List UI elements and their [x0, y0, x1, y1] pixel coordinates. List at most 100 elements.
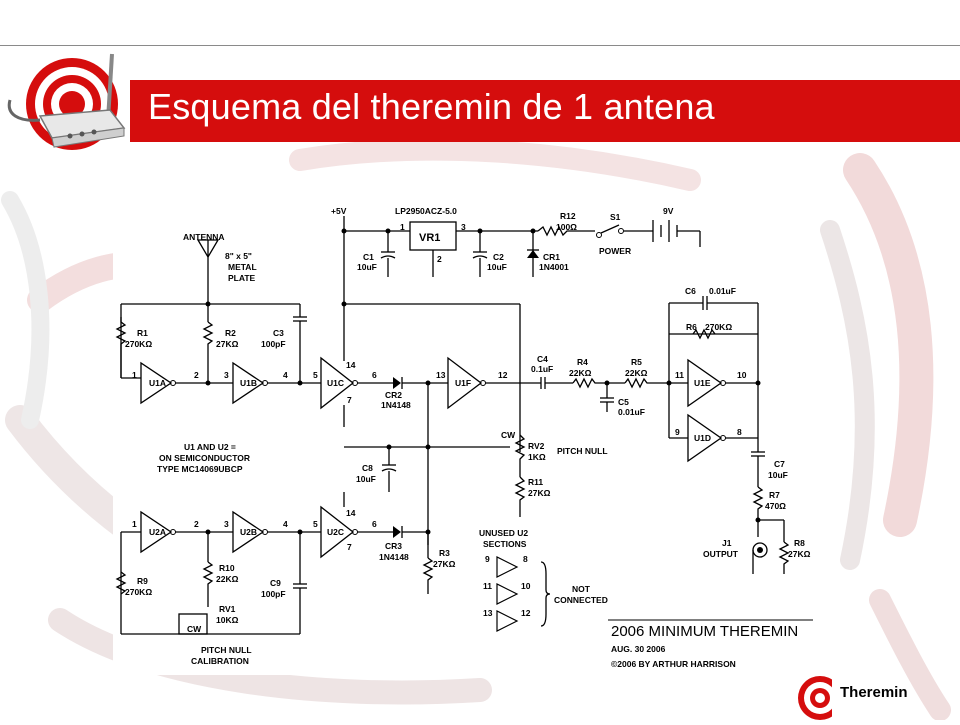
label-r12: R12 — [560, 211, 576, 221]
label-u1a: U1A — [149, 378, 166, 388]
label-note-3: TYPE MC14069UBCP — [157, 464, 243, 474]
title-banner — [130, 80, 960, 142]
label-c5-val: 0.01uF — [618, 407, 645, 417]
label-cr1: CR1 — [543, 252, 560, 262]
label-u1f: U1F — [455, 378, 471, 388]
label-c9-val: 100pF — [261, 589, 286, 599]
label-unused-pin-10: 10 — [521, 581, 531, 591]
router-antenna-logo — [0, 48, 130, 158]
label-rv2: RV2 — [528, 441, 545, 451]
label-pin-8: 8 — [737, 427, 742, 437]
label-unused-1: UNUSED U2 — [479, 528, 528, 538]
label-pin-7: 7 — [347, 395, 352, 405]
label-vr-pin3: 3 — [461, 222, 466, 232]
label-cw-rv2: CW — [501, 430, 516, 440]
label-rv2-val: 1KΩ — [528, 452, 546, 462]
label-unused-pin-9: 9 — [485, 554, 490, 564]
label-plate-2: PLATE — [228, 273, 256, 283]
label-vr1: VR1 — [419, 232, 440, 244]
label-c3: C3 — [273, 328, 284, 338]
label-credit-date: AUG. 30 2006 — [611, 644, 666, 654]
label-unused-2: SECTIONS — [483, 539, 527, 549]
label-c6: C6 — [685, 286, 696, 296]
label-c4: C4 — [537, 354, 548, 364]
schematic-diagram: ANTENNA 8" x 5" METAL PLATE R1 270KΩ R2 … — [113, 202, 820, 675]
circuit-wires — [115, 216, 813, 635]
label-unused-pin-11: 11 — [483, 581, 492, 591]
label-not-connected-1: NOT — [572, 584, 591, 594]
label-c1-val: 10uF — [357, 262, 377, 272]
label-u2-pin-3: 3 — [224, 519, 229, 529]
label-vr-pin2: 2 — [437, 254, 442, 264]
label-c8: C8 — [362, 463, 373, 473]
label-credit-title: 2006 MINIMUM THEREMIN — [611, 623, 798, 640]
label-cr2: CR2 — [385, 390, 402, 400]
top-rule — [0, 45, 960, 46]
label-plate-size: 8" x 5" — [225, 251, 252, 261]
label-credit-copy: ©2006 BY ARTHUR HARRISON — [611, 659, 736, 669]
slide-title: Esquema del theremin de 1 antena — [148, 86, 715, 127]
label-r2: R2 — [225, 328, 236, 338]
label-calib-2: CALIBRATION — [191, 656, 249, 666]
label-r3: R3 — [439, 548, 450, 558]
label-c7: C7 — [774, 459, 785, 469]
label-rv1-val: 10KΩ — [216, 615, 239, 625]
label-u2-pin-6: 6 — [372, 519, 377, 529]
label-c2-val: 10uF — [487, 262, 507, 272]
label-output: OUTPUT — [703, 549, 739, 559]
label-r11-val: 27KΩ — [528, 488, 551, 498]
label-c4-val: 0.1uF — [531, 364, 553, 374]
label-r4: R4 — [577, 357, 588, 367]
label-pin-5: 5 — [313, 370, 318, 380]
label-r1-val: 270KΩ — [125, 339, 152, 349]
label-plus5v: +5V — [331, 206, 347, 216]
label-pin-4: 4 — [283, 370, 288, 380]
label-u2-pin-14: 14 — [346, 508, 356, 518]
label-r6: R6 — [686, 322, 697, 332]
label-note-2: ON SEMICONDUCTOR — [159, 453, 250, 463]
label-u1e: U1E — [694, 378, 711, 388]
label-pitch-null: PITCH NULL — [557, 446, 608, 456]
label-vr-pin1: 1 — [400, 222, 405, 232]
label-r6-val: 270KΩ — [705, 322, 732, 332]
label-power: POWER — [599, 246, 631, 256]
label-u2-pin-1: 1 — [132, 519, 137, 529]
label-c2: C2 — [493, 252, 504, 262]
label-pin-14: 14 — [346, 360, 356, 370]
label-u1d: U1D — [694, 433, 711, 443]
label-u1c: U1C — [327, 378, 344, 388]
label-r7-val: 470Ω — [765, 501, 786, 511]
label-c6-val: 0.01uF — [709, 286, 736, 296]
label-j1: J1 — [722, 538, 732, 548]
label-cr3: CR3 — [385, 541, 402, 551]
label-u2b: U2B — [240, 527, 257, 537]
label-rv1: RV1 — [219, 604, 236, 614]
label-not-connected-2: CONNECTED — [554, 595, 608, 605]
label-r9: R9 — [137, 576, 148, 586]
theremin-schematic: ANTENNA 8" x 5" METAL PLATE R1 270KΩ R2 … — [113, 202, 820, 675]
label-note-1: U1 AND U2 = — [184, 442, 236, 452]
label-c3-val: 100pF — [261, 339, 286, 349]
label-r8: R8 — [794, 538, 805, 548]
label-pin-6: 6 — [372, 370, 377, 380]
label-pin-13: 13 — [436, 370, 446, 380]
label-9v: 9V — [663, 206, 674, 216]
label-pin-12: 12 — [498, 370, 508, 380]
label-unused-pin-13: 13 — [483, 608, 493, 618]
label-s1: S1 — [610, 212, 621, 222]
label-r1: R1 — [137, 328, 148, 338]
label-u2c: U2C — [327, 527, 344, 537]
label-r12-val: 100Ω — [556, 222, 577, 232]
label-pin-1: 1 — [132, 370, 137, 380]
label-r5: R5 — [631, 357, 642, 367]
label-r10: R10 — [219, 563, 235, 573]
label-u2-pin-7: 7 — [347, 542, 352, 552]
label-u1b: U1B — [240, 378, 257, 388]
label-c1: C1 — [363, 252, 374, 262]
label-u2-pin-2: 2 — [194, 519, 199, 529]
label-cr2-val: 1N4148 — [381, 400, 411, 410]
label-c7-val: 10uF — [768, 470, 788, 480]
label-cr3-val: 1N4148 — [379, 552, 409, 562]
label-r4-val: 22KΩ — [569, 368, 592, 378]
label-pin-11: 11 — [675, 370, 684, 380]
